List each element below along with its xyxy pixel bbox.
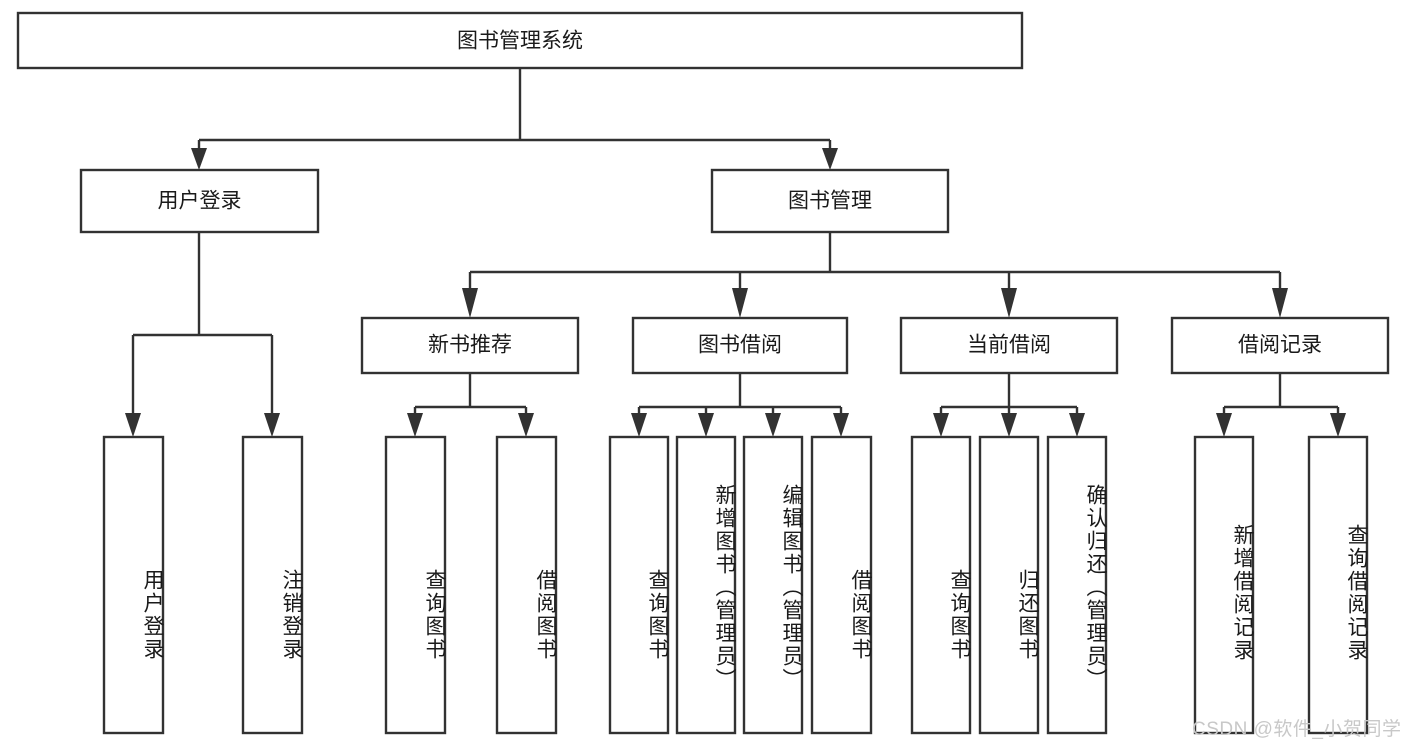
arrow-head-br-leaf-1 [1216,413,1232,437]
arrow-head-bb-leaf-4 [833,413,849,437]
node-leaf-cb-return-book[interactable] [978,435,1040,735]
arrow-head-borrow-record [1272,288,1288,318]
arrow-head-br-leaf-2 [1330,413,1346,437]
arrow-head-cb-leaf-1 [933,413,949,437]
connector-layer [125,68,1346,437]
node-leaf-bb-edit-book[interactable] [742,435,804,735]
node-leaf-br-query-record[interactable] [1307,435,1369,735]
node-leaf-bb-query-book[interactable] [608,435,670,735]
node-current-borrow[interactable] [899,316,1119,375]
node-book-borrow[interactable] [631,316,849,375]
node-leaf-nbr-borrow-book[interactable] [495,435,558,735]
arrow-head-nbr-leaf-2 [518,413,534,437]
arrow-head-nbr-leaf-1 [407,413,423,437]
arrow-head-book-manage [822,148,838,170]
node-leaf-user-login[interactable] [102,435,165,735]
arrow-head-bb-leaf-1 [631,413,647,437]
arrow-head-bb-leaf-3 [765,413,781,437]
arrow-head-current-borrow [1001,288,1017,318]
node-root-label: 图书管理系统 [457,30,583,53]
node-new-book-recommend-label: 新书推荐 [428,334,512,357]
node-user-login[interactable] [79,168,320,234]
node-user-login-label: 用户登录 [158,190,242,213]
csdn-watermark: CSDN @软件_小贺同学 [1192,719,1402,740]
arrow-head-leaf-user-login [125,413,141,437]
node-leaf-bb-add-book[interactable] [675,435,737,735]
node-root[interactable] [16,11,1024,70]
node-book-manage-label: 图书管理 [788,190,872,213]
arrow-head-cb-leaf-2 [1001,413,1017,437]
node-leaf-cb-query-book[interactable] [910,435,972,735]
node-layer: 图书管理系统 用户登录 图书管理 新书推荐 图书借阅 当前借阅 借阅记录 [16,11,1390,735]
node-leaf-br-add-record[interactable] [1193,435,1255,735]
node-leaf-cb-confirm-return[interactable] [1046,435,1108,735]
node-leaf-logout[interactable] [241,435,304,735]
node-current-borrow-label: 当前借阅 [967,334,1051,357]
node-borrow-record-label: 借阅记录 [1238,334,1322,357]
arrow-head-book-borrow [732,288,748,318]
node-book-borrow-label: 图书借阅 [698,334,782,357]
node-leaf-nbr-query-book[interactable] [384,435,447,735]
node-leaf-bb-borrow-book[interactable] [810,435,873,735]
arrow-head-bb-leaf-2 [698,413,714,437]
arrow-head-new-book [462,288,478,318]
arrow-head-user-login [191,148,207,170]
node-new-book-recommend[interactable] [360,316,580,375]
node-book-manage[interactable] [710,168,950,234]
node-borrow-record[interactable] [1170,316,1390,375]
arrow-head-cb-leaf-3 [1069,413,1085,437]
arrow-head-leaf-logout [264,413,280,437]
